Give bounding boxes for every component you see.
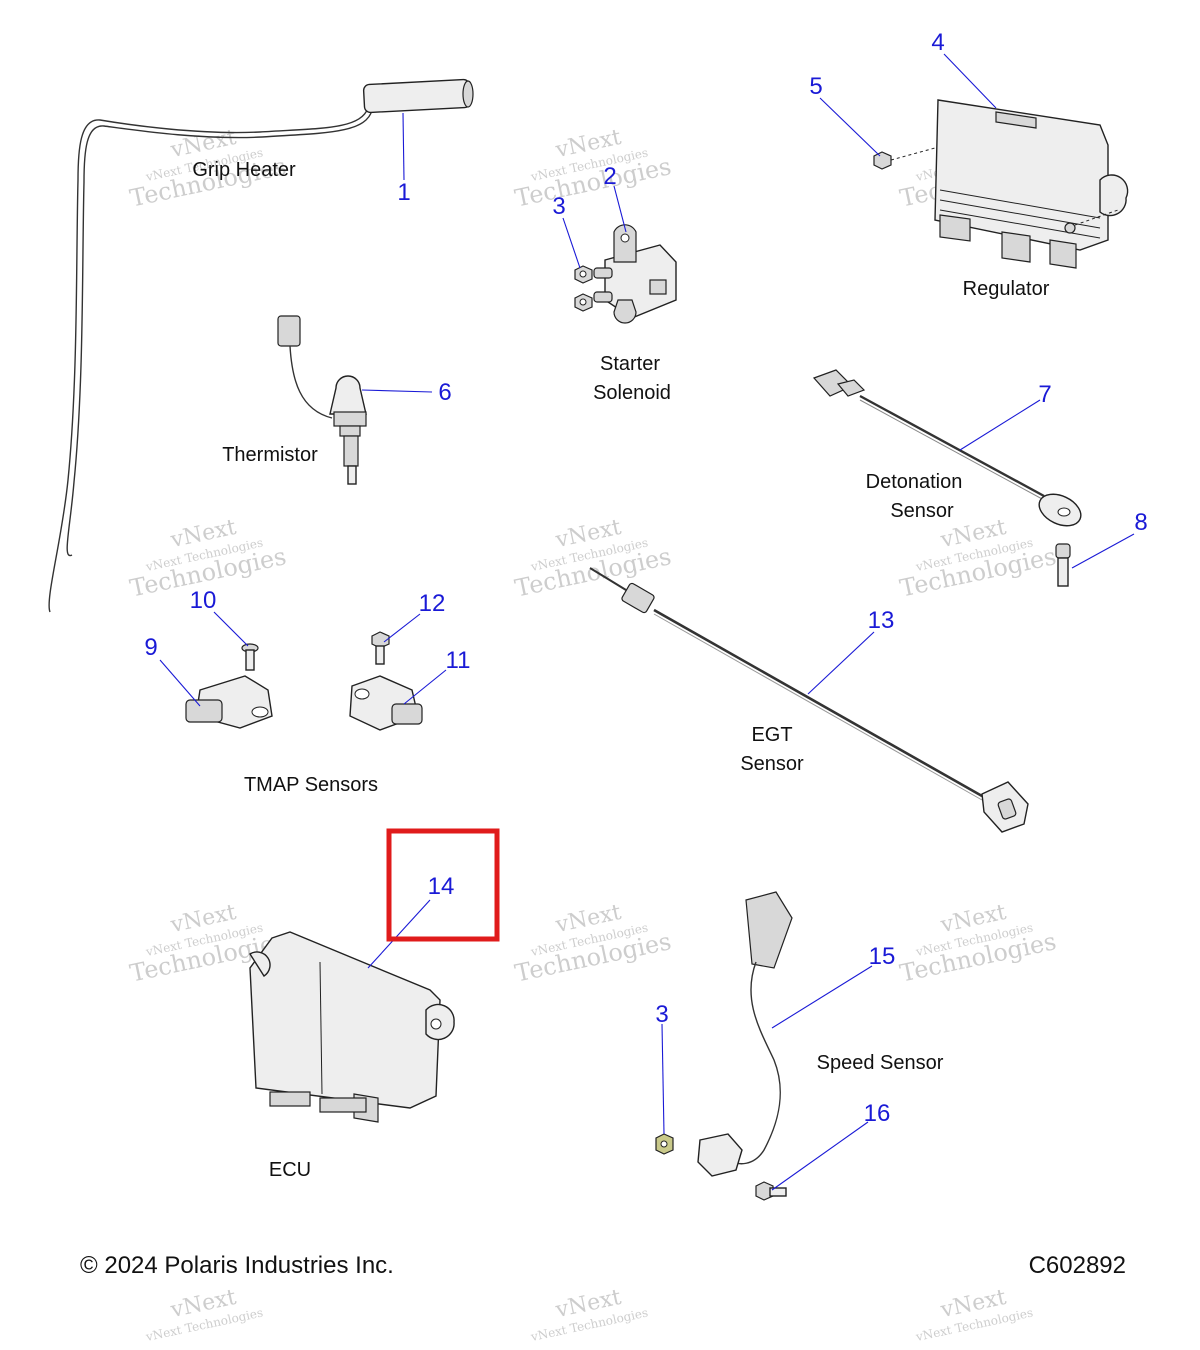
leader-line <box>159 659 201 707</box>
callout-5[interactable]: 5 <box>809 73 822 100</box>
nut-drawing[interactable] <box>574 265 593 312</box>
leader-line <box>367 899 431 969</box>
diagram-code: C602892 <box>1029 1252 1126 1279</box>
detonation-sensor-drawing[interactable] <box>812 369 1086 532</box>
callout-3[interactable]: 3 <box>552 193 565 220</box>
screw-drawing[interactable] <box>371 631 390 665</box>
label-starter: Starter <box>600 353 660 375</box>
callout-16[interactable]: 16 <box>864 1100 891 1127</box>
copyright-text: © 2024 Polaris Industries Inc. <box>80 1252 394 1279</box>
callout-4[interactable]: 4 <box>931 29 944 56</box>
callout-13[interactable]: 13 <box>868 607 895 634</box>
leader-line <box>213 611 249 647</box>
label-detonation-sensor: Sensor <box>890 500 954 522</box>
thermistor-drawing[interactable] <box>277 315 367 485</box>
speed-sensor-drawing[interactable] <box>697 891 793 1177</box>
label-solenoid: Solenoid <box>593 382 671 404</box>
watermark: vNext vNext Technologies Technologies <box>512 900 673 988</box>
label-regulator: Regulator <box>963 278 1050 300</box>
callout-8[interactable]: 8 <box>1134 509 1147 536</box>
leader-line <box>383 613 421 643</box>
nut-drawing[interactable] <box>655 1133 674 1155</box>
leader-line <box>771 965 873 1029</box>
callout-2[interactable]: 2 <box>603 163 616 190</box>
leader-line <box>819 97 881 157</box>
leader-line <box>661 1023 665 1135</box>
callout-12[interactable]: 12 <box>419 590 446 617</box>
bolt-drawing[interactable] <box>873 147 1119 226</box>
regulator-drawing[interactable] <box>934 99 1129 269</box>
label-tmap-sensors: TMAP Sensors <box>244 774 378 796</box>
leader-line <box>943 53 997 109</box>
callout-6[interactable]: 6 <box>438 379 451 406</box>
label-thermistor: Thermistor <box>222 444 318 466</box>
callout-15[interactable]: 15 <box>869 943 896 970</box>
leader-line <box>1071 533 1135 569</box>
label-speed-sensor: Speed Sensor <box>817 1052 944 1074</box>
callout-7[interactable]: 7 <box>1038 381 1051 408</box>
label-detonation: Detonation <box>866 471 963 493</box>
leader-line <box>361 389 433 393</box>
callout-9[interactable]: 9 <box>144 634 157 661</box>
leader-line <box>402 112 405 181</box>
label-egt-sensor: Sensor <box>740 753 804 775</box>
watermark: vNext vNext Technologies Technologies <box>897 900 1058 988</box>
grip-heater-drawing[interactable] <box>48 78 474 613</box>
watermark: vNext vNext Technologies <box>144 1285 264 1344</box>
leader-line <box>613 185 627 233</box>
leader-line <box>562 217 581 269</box>
callout-3[interactable]: 3 <box>655 1001 668 1028</box>
callout-14[interactable]: 14 <box>428 873 455 900</box>
leader-line <box>807 631 875 695</box>
callout-10[interactable]: 10 <box>190 587 217 614</box>
callout-11[interactable]: 11 <box>446 647 471 674</box>
screw-drawing[interactable] <box>241 643 259 671</box>
highlight-box <box>386 828 500 942</box>
label-ecu: ECU <box>269 1159 311 1181</box>
callout-1[interactable]: 1 <box>397 179 410 206</box>
watermark: vNext vNext Technologies <box>529 1285 649 1344</box>
watermark: vNext vNext Technologies Technologies <box>512 125 673 213</box>
watermark: vNext vNext Technologies Technologies <box>512 515 673 603</box>
label-grip-heater: Grip Heater <box>192 159 296 181</box>
egt-sensor-drawing[interactable] <box>589 567 1029 833</box>
leader-line <box>403 669 447 705</box>
tmap-sensor-drawing[interactable] <box>349 675 423 731</box>
leader-line <box>959 399 1041 451</box>
leader-line <box>771 1121 869 1191</box>
bolt-drawing[interactable] <box>1055 543 1071 587</box>
tmap-sensor-drawing[interactable] <box>185 675 273 729</box>
starter-solenoid-drawing[interactable] <box>593 224 677 324</box>
watermark: vNext vNext Technologies <box>914 1285 1034 1344</box>
ecu-drawing[interactable] <box>249 931 455 1123</box>
label-egt: EGT <box>751 724 792 746</box>
bolt-drawing[interactable] <box>755 1181 787 1201</box>
